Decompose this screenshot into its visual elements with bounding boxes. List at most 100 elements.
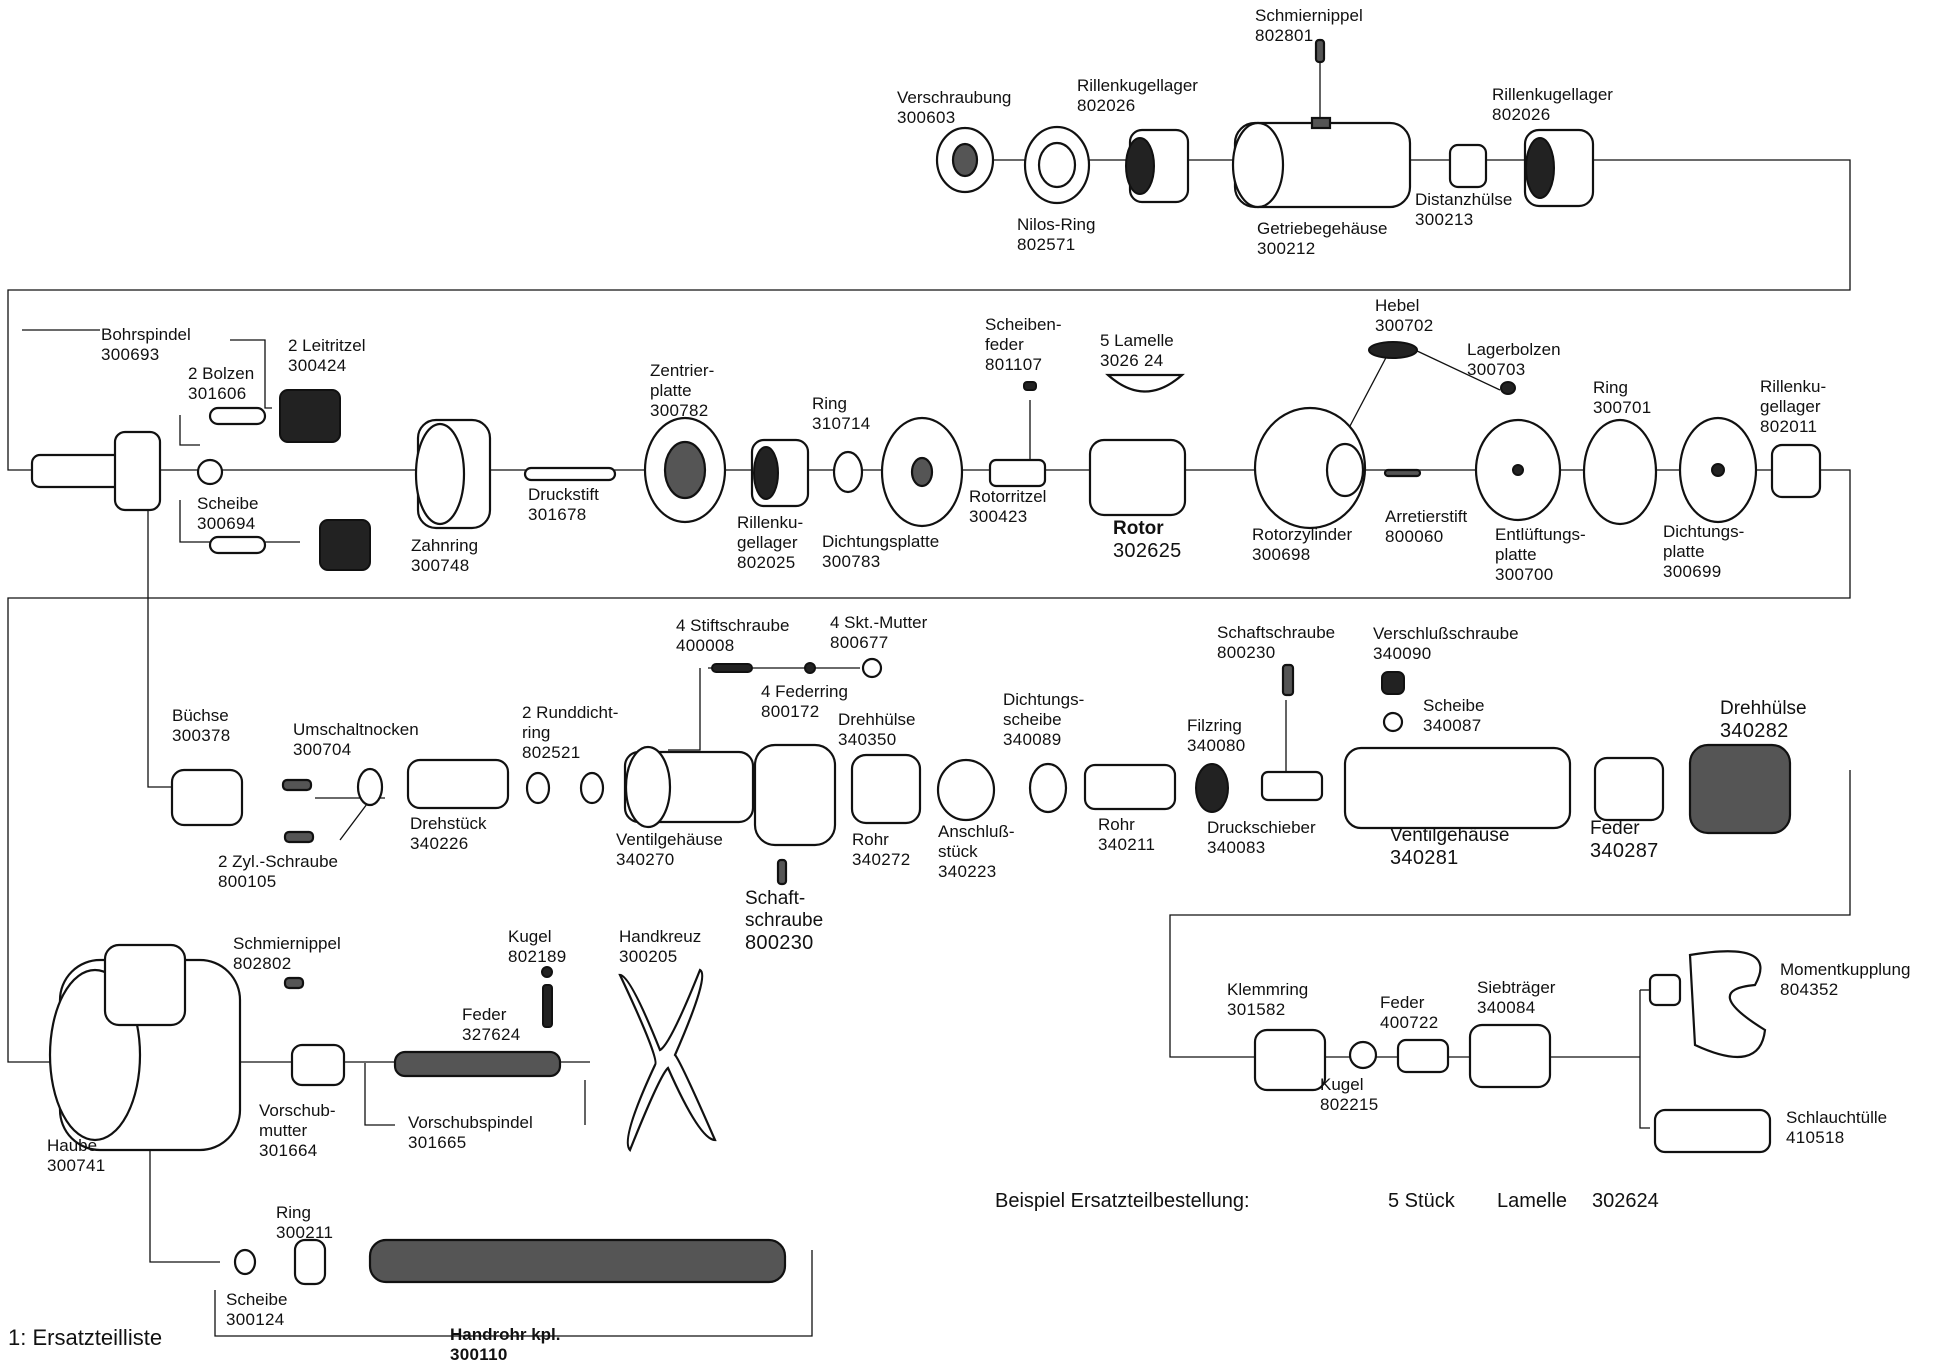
rotorzylinder-part — [1253, 406, 1367, 530]
part-number: 340281 — [1390, 847, 1459, 869]
vorschubspindel-bracket — [364, 1063, 395, 1126]
rillenkugellager-a-balls — [1125, 137, 1155, 195]
part-number: 300702 — [1375, 316, 1434, 335]
part-number: 802801 — [1255, 26, 1314, 45]
part-number: 340226 — [410, 834, 469, 853]
part-name: Büchse — [172, 706, 229, 725]
ventilgehaeuse-340281-part — [1343, 746, 1572, 830]
scheibenfeder-part — [1023, 381, 1037, 391]
stiftschraube-leader — [668, 668, 701, 751]
bolzen-upper — [208, 406, 267, 426]
zentrierplatte-bore — [663, 440, 707, 500]
scheibe-340087-part — [1382, 711, 1404, 733]
part-number: 801107 — [985, 355, 1043, 374]
part-number: 310714 — [812, 414, 871, 433]
part-name: Umschaltnocken — [293, 720, 419, 739]
leitritzel-bracket-top — [230, 339, 272, 409]
part-name: Feder — [1380, 993, 1425, 1012]
part-number: 800105 — [218, 872, 277, 891]
part-number: 301606 — [188, 384, 247, 403]
kugel-802189-part — [541, 966, 553, 978]
part-name: Siebträger — [1477, 978, 1556, 997]
part-name: Rillenkugellager — [1492, 85, 1613, 104]
part-number: 800677 — [830, 633, 889, 652]
momentkupplung-part — [1688, 950, 1767, 1059]
part-name: Rohr — [1098, 815, 1135, 834]
part-number: 400722 — [1380, 1013, 1439, 1032]
assembly-route-line — [7, 159, 1851, 1063]
filzring-part — [1195, 763, 1229, 813]
part-number: 300703 — [1467, 360, 1526, 379]
distanzhuelse-part — [1448, 143, 1488, 189]
part-name: 2 Bolzen — [188, 364, 255, 383]
part-name: Entlüftungs- — [1495, 525, 1586, 544]
lamelle-part — [1105, 373, 1185, 393]
vorschubmutter-part — [290, 1043, 346, 1087]
part-number: 802521 — [522, 743, 581, 762]
part-number: 340223 — [938, 862, 997, 881]
part-number: 300704 — [293, 740, 352, 759]
part-name: Scheibe — [1423, 696, 1485, 715]
leitritzel-upper-part — [279, 389, 341, 443]
part-number: 802026 — [1492, 105, 1551, 124]
rotorzylinder-port — [1325, 442, 1365, 498]
getriebegehaeuse-boss — [1310, 116, 1332, 130]
part-number: 800230 — [745, 932, 814, 954]
part-name-line2: ring — [522, 723, 551, 742]
part-number: 300211 — [276, 1223, 334, 1242]
part-name: Klemmring — [1227, 980, 1309, 999]
part-name: Lagerbolzen — [1467, 340, 1561, 359]
part-name: Filzring — [1187, 716, 1242, 735]
part-name: Drehhülse — [1720, 698, 1807, 719]
scheibe-300124-part — [233, 1248, 257, 1276]
lagerbolzen-leader — [1414, 349, 1501, 391]
buechse-part — [170, 768, 244, 827]
part-number: 410518 — [1786, 1128, 1845, 1147]
rotorritzel-part — [988, 458, 1047, 488]
druckschieber-part — [1260, 770, 1324, 802]
haube-top-boss — [103, 943, 187, 1027]
example-order-qty: 5 Stück — [1388, 1190, 1455, 1212]
part-number: 340272 — [852, 850, 911, 869]
part-name: Vorschub- — [259, 1101, 336, 1120]
part-name: Handkreuz — [619, 927, 702, 946]
part-name: 4 Federring — [761, 682, 848, 701]
part-name: Rotorritzel — [969, 487, 1047, 506]
part-name: 5 Lamelle — [1100, 331, 1174, 350]
part-name: Schmiernippel — [1255, 6, 1363, 25]
coupling-branch-line — [1639, 990, 1650, 1129]
part-name: Schaft- — [745, 888, 806, 909]
part-name: Schlauchtülle — [1786, 1108, 1888, 1127]
vorschubspindel-part — [393, 1050, 562, 1078]
part-name-line2: platte — [1663, 542, 1705, 561]
part-number: 802011 — [1760, 417, 1818, 436]
druckstift-part — [523, 466, 617, 482]
part-number: 300694 — [197, 514, 256, 533]
part-number: 340211 — [1098, 835, 1156, 854]
drehhuelse-340282-part — [1688, 743, 1792, 835]
part-name: Zahnring — [411, 536, 479, 555]
example-order-part: Lamelle — [1497, 1190, 1568, 1212]
